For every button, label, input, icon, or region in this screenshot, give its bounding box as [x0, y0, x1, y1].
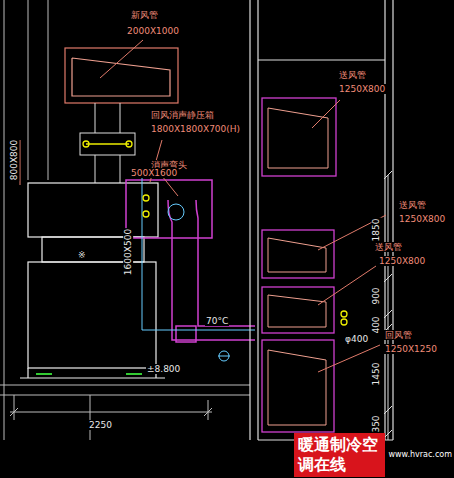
svg-text:※: ※ [78, 250, 86, 260]
callout-text: 1250X800 [338, 84, 386, 94]
callout-text: 1250X800 [378, 256, 426, 266]
callout-text: 1800X1800X700(H) [150, 124, 241, 134]
callout-text: ±8.800 [146, 364, 181, 374]
callout-text: 2250 [88, 420, 113, 430]
callout-text: 新风管 [130, 10, 159, 20]
dimension-text: 1600X500 [123, 228, 133, 276]
callout-text: 70°C [205, 316, 229, 326]
callout-text: 送风管 [338, 70, 367, 80]
callout-text: 送风管 [374, 242, 403, 252]
dimension-text: 800X800 [9, 139, 19, 182]
callout-text: 1250X1250 [384, 344, 438, 354]
callout-text: 1250X800 [398, 214, 446, 224]
callout-text: φ400 [344, 334, 369, 344]
callout-text: 回风管 [384, 330, 413, 340]
callout-text: 送风管 [398, 200, 427, 210]
callout-text: 2000X1000 [126, 26, 180, 36]
watermark-text: 暖通制冷空调在线 [294, 433, 385, 477]
dimension-text: 900 [371, 286, 381, 305]
dimension-text: 350 [371, 414, 381, 433]
dimension-text: 1450 [371, 362, 381, 387]
callout-text: 回风消声静压箱 [150, 110, 215, 120]
watermark-url: www.hvrac.com [387, 450, 454, 460]
callout-text: 500X1600 [130, 168, 178, 178]
watermark-box: 暖通制冷空调在线www.hvrac.com [294, 433, 454, 477]
dimension-text: 400 [371, 315, 381, 334]
dimension-text: 1850 [371, 218, 381, 243]
